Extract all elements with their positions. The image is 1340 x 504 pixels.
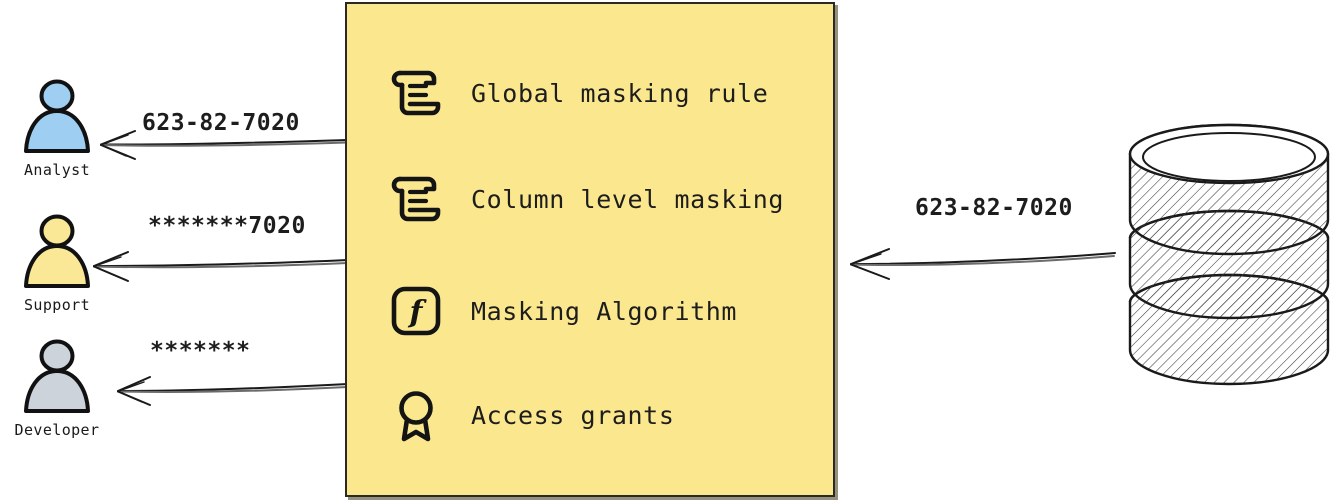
person-icon	[24, 214, 90, 288]
actor-label: Support	[23, 296, 90, 314]
policy-item[interactable]: Access grants	[385, 384, 674, 446]
actor-developer[interactable]: Developer	[2, 338, 112, 439]
flow-label-support: *******7020	[148, 213, 306, 239]
function-icon: f	[385, 280, 447, 342]
flow-label-analyst: 623-82-7020	[142, 110, 300, 136]
policy-item-label: Access grants	[471, 400, 675, 430]
svg-text:f: f	[408, 295, 428, 330]
policy-item-label: Masking Algorithm	[471, 296, 738, 326]
policy-item-label: Column level masking	[471, 184, 785, 214]
actor-support[interactable]: Support	[2, 213, 112, 314]
flow-label-database: 623-82-7020	[915, 195, 1073, 221]
scroll-icon	[385, 62, 447, 124]
actor-analyst[interactable]: Analyst	[2, 78, 112, 179]
policy-box: Global masking rule Column level masking	[345, 2, 835, 497]
arrow-left-icon	[100, 130, 349, 160]
arrow-left-icon	[850, 248, 1116, 280]
award-icon	[385, 384, 447, 446]
scroll-icon	[385, 168, 447, 230]
policy-item[interactable]: Global masking rule	[385, 62, 768, 124]
flow-label-developer: *******	[150, 338, 251, 364]
person-icon	[24, 339, 90, 413]
arrow-left-icon	[93, 251, 349, 282]
database-cylinder-icon[interactable]	[1118, 112, 1340, 402]
actor-label: Analyst	[23, 161, 90, 179]
actor-label: Developer	[14, 421, 100, 439]
policy-item-list: Global masking rule Column level masking	[347, 4, 833, 495]
policy-item-label: Global masking rule	[471, 78, 769, 108]
policy-item[interactable]: Column level masking	[385, 168, 784, 230]
policy-item[interactable]: f Masking Algorithm	[385, 280, 737, 342]
arrow-left-icon	[117, 376, 349, 406]
person-icon	[24, 79, 90, 153]
